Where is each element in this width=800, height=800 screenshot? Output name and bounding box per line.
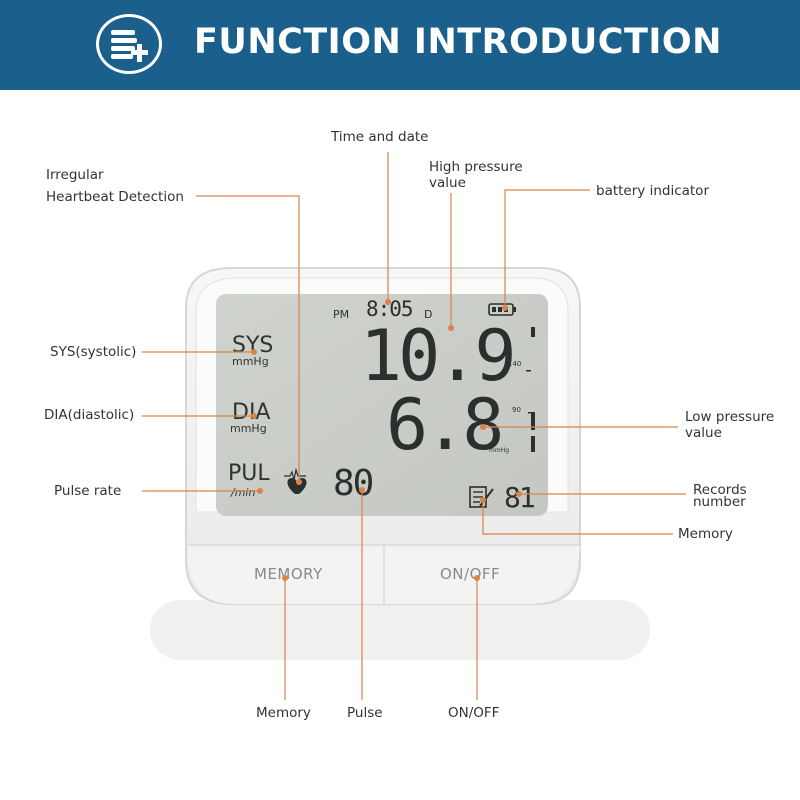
sys-label: SYS [232,333,274,358]
scale-140: 140 [508,360,522,368]
record-number: 81 [504,481,536,514]
header-banner: FUNCTION INTRODUCTION [0,0,800,90]
callout-memory-bottom: Memory [256,705,311,721]
pul-unit: /min [231,486,256,499]
callout-records-line2: number [693,494,746,510]
memory-notepad-icon [469,486,494,508]
pulse-value: 80 [333,463,374,504]
callout-irregular-line2: Heartbeat Detection [46,189,184,205]
callout-records-line1: Records [693,482,747,498]
date-indicator: D [424,308,433,321]
onoff-button[interactable]: ON/OFF [440,565,501,583]
callout-pulse-bottom: Pulse [347,705,383,721]
callout-low-pressure-line1: Low pressure [685,409,775,425]
callout-memory-right: Memory [678,526,733,542]
time-display: 8:05 [366,297,414,321]
callout-sys-systolic: SYS(systolic) [50,344,137,360]
sys-value: 10.9 [360,315,517,397]
callout-pulse-rate: Pulse rate [54,483,122,499]
callout-onoff-bottom: ON/OFF [448,705,500,721]
pm-indicator: PM [333,308,350,321]
scale-90: 90 [512,406,521,414]
page-title: FUNCTION INTRODUCTION [194,22,722,62]
callout-high-pressure-line2: value [429,175,466,191]
callout-time-and-date: Time and date [331,129,429,145]
callout-low-pressure-line2: value [685,425,722,441]
dia-label: DIA [232,400,271,425]
callout-irregular-line1: Irregular [46,167,104,183]
callout-high-pressure-line1: High pressure [429,159,523,175]
callout-dia-diastolic: DIA(diastolic) [44,407,135,423]
dia-unit: mmHg [230,422,267,435]
sys-unit: mmHg [232,355,269,368]
pul-label: PUL [228,461,270,486]
medical-kit-plus-icon [96,14,162,74]
callout-battery-indicator: battery indicator [596,183,709,199]
memory-button[interactable]: MEMORY [254,565,323,583]
dia-mmhg-small: mmHg [489,447,510,454]
